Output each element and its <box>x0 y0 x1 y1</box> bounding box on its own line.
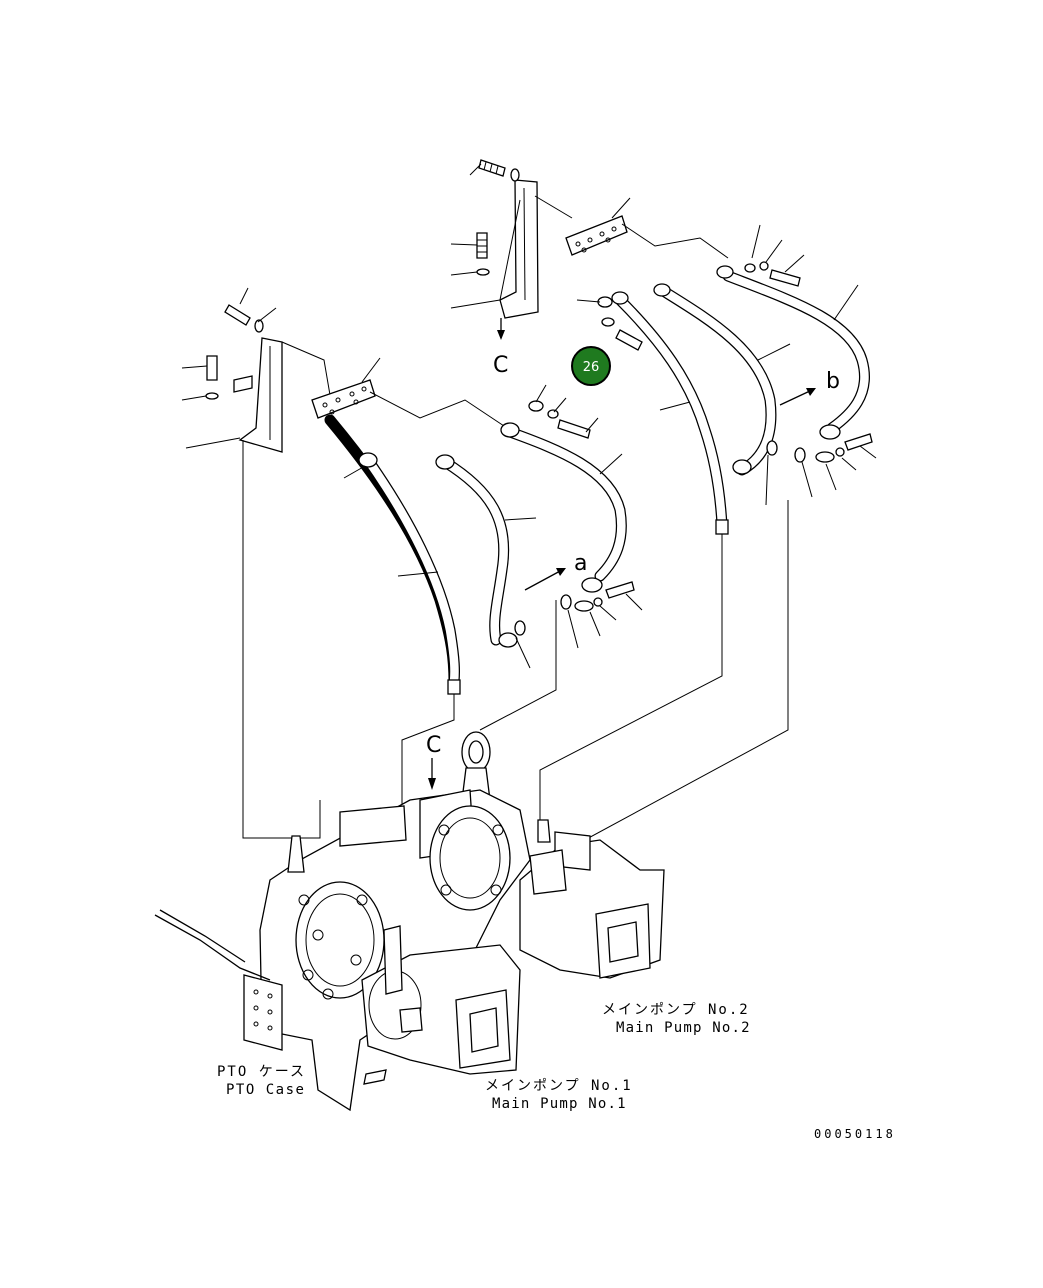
view-letter-c-bottom: C <box>426 733 441 758</box>
view-letter-a-top: a <box>574 551 587 576</box>
label-main-pump-1-jp: メインポンプ No.1 <box>485 1078 633 1094</box>
pto-and-pumps <box>154 731 665 1112</box>
label-main-pump-2-en: Main Pump No.2 <box>616 1020 751 1036</box>
lower-hose-group: a <box>311 357 643 695</box>
label-pto-case-en: PTO Case <box>226 1082 305 1098</box>
top-bracket-assembly: C <box>450 159 539 378</box>
left-bracket-assembly <box>181 287 331 839</box>
label-main-pump-1-en: Main Pump No.1 <box>492 1096 627 1112</box>
upper-hose-group: b <box>534 195 877 535</box>
drawing-number: 00050118 <box>814 1127 896 1141</box>
label-pto-case-jp: PTO ケース <box>217 1064 306 1080</box>
callout-number: 26 <box>583 360 600 375</box>
view-letter-b-top: b <box>826 369 840 394</box>
view-letter-c-top: C <box>493 353 508 378</box>
callout-26[interactable]: 26 <box>571 346 611 386</box>
component-labels: PTO ケース PTO Case メインポンプ No.1 Main Pump N… <box>217 1002 896 1141</box>
label-main-pump-2-jp: メインポンプ No.2 <box>602 1002 750 1018</box>
